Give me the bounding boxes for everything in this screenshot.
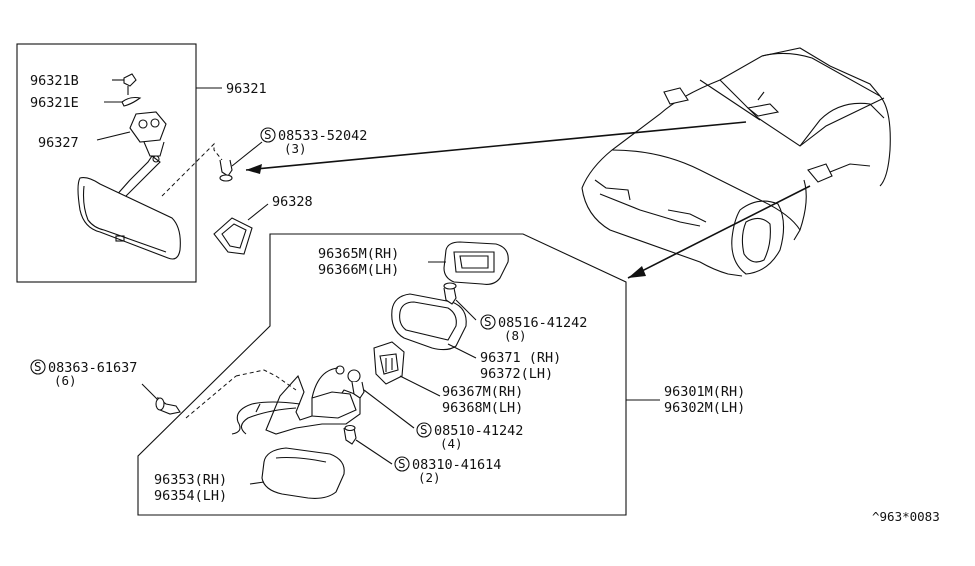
car-illustration: [581, 47, 891, 277]
screw-08510: [351, 381, 365, 399]
qty-08310: (2): [418, 470, 441, 485]
screw-symbol-icon: [480, 314, 496, 330]
arrow-inner-mirror: [245, 121, 747, 171]
label-08516: 08516-41242: [498, 315, 587, 331]
label-assy-rh: 96301M(RH): [664, 384, 745, 400]
mirror-cover-part: [261, 447, 345, 499]
screw-08516: [443, 282, 457, 305]
qty-08516: (8): [504, 328, 527, 343]
arrow-door-mirror: [627, 185, 811, 279]
label-08510: 08510-41242: [434, 423, 523, 439]
screw-symbol-icon: [260, 127, 276, 143]
label-assy-lh: 96302M(LH): [664, 400, 745, 416]
clip-part: [123, 73, 137, 95]
label-glass-rh: 96365M(RH): [318, 246, 399, 262]
label-glass-lh: 96366M(LH): [318, 262, 399, 278]
screw-08533: [219, 159, 233, 182]
label-08310: 08310-41614: [412, 457, 501, 473]
screw-symbol-s: S: [398, 456, 406, 471]
screw-08310: [343, 424, 357, 445]
label-96321: 96321: [226, 81, 267, 97]
label-08363: 08363-61637: [48, 360, 137, 376]
mount-cover-part: [213, 217, 253, 255]
label-holder-rh: 96371 (RH): [480, 350, 561, 366]
qty-08363: (6): [54, 373, 77, 388]
label-08533: 08533-52042: [278, 128, 367, 144]
screw-symbol-s: S: [34, 359, 42, 374]
mount-base-part: [129, 111, 167, 157]
qty-08533: (3): [284, 141, 307, 156]
screw-symbol-s: S: [420, 422, 428, 437]
footer-code: ^963*0083: [872, 509, 940, 524]
screw-symbol-s: S: [264, 127, 272, 142]
screw-symbol-icon: [416, 422, 432, 438]
spring-part: [121, 96, 142, 107]
inner-mirror-body: [77, 177, 181, 260]
label-holder-lh: 96372(LH): [480, 366, 553, 382]
mirror-base-wiring: [231, 365, 361, 435]
label-cover-lh: 96354(LH): [154, 488, 227, 504]
mirror-glass-part: [443, 241, 509, 285]
inner-mirror-frame: [16, 43, 197, 283]
screw-symbol-s: S: [484, 314, 492, 329]
label-96328: 96328: [272, 194, 313, 210]
label-96321E: 96321E: [30, 95, 79, 111]
screw-08363: [155, 396, 181, 415]
actuator-part: [373, 341, 405, 385]
screw-symbol-icon: [30, 359, 46, 375]
label-cover-rh: 96353(RH): [154, 472, 227, 488]
screw-symbol-icon: [394, 456, 410, 472]
qty-08510: (4): [440, 436, 463, 451]
label-96321B: 96321B: [30, 73, 79, 89]
label-actuator-rh: 96367M(RH): [442, 384, 523, 400]
label-actuator-lh: 96368M(LH): [442, 400, 523, 416]
door-mirror-frame: [137, 233, 627, 516]
mirror-holder-part: [391, 293, 467, 351]
label-96327: 96327: [38, 135, 79, 151]
